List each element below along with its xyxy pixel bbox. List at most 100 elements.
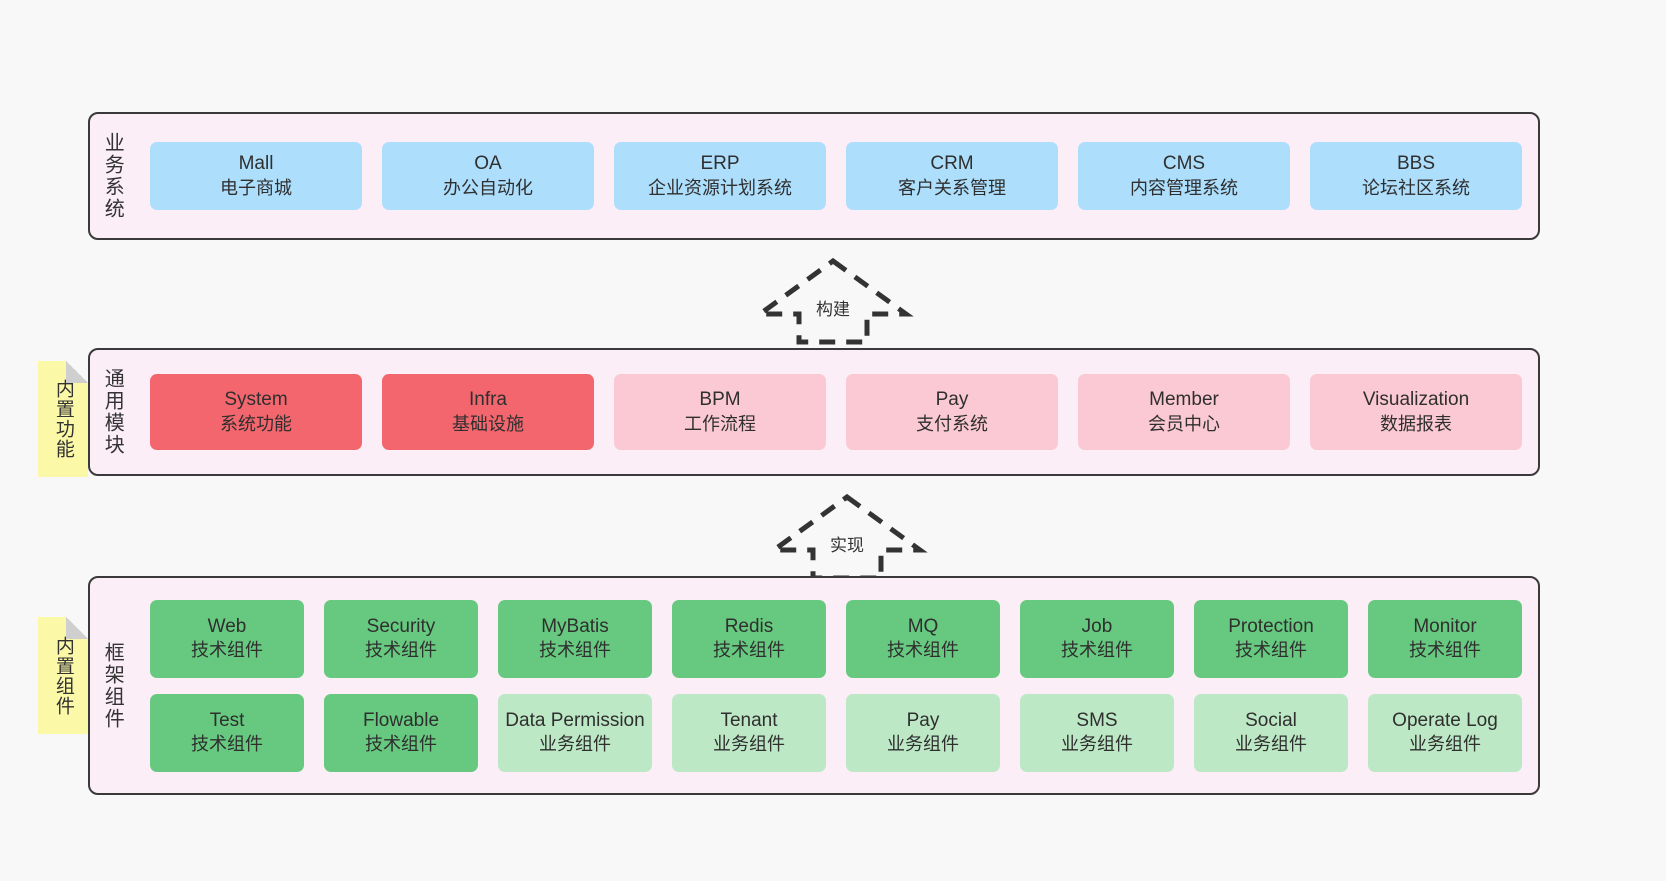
card-mybatis[interactable]: MyBatis 技术组件 <box>498 599 652 678</box>
card-title: Infra <box>468 389 508 411</box>
card-row: Test 技术组件 Flowable 技术组件 Data Permission … <box>150 693 1522 772</box>
layer-business-systems: 业务系统 Mall 电子商城 OA 办公自动化 ERP 企业资源计划系统 CRM… <box>88 112 1540 240</box>
card-mq[interactable]: MQ 技术组件 <box>846 599 1000 678</box>
card-title: Tenant <box>720 709 778 731</box>
card-subtitle: 论坛社区系统 <box>1362 177 1470 198</box>
card-infra[interactable]: Infra 基础设施 <box>382 374 594 450</box>
layer-body-business-systems: Mall 电子商城 OA 办公自动化 ERP 企业资源计划系统 CRM 客户关系… <box>134 114 1538 238</box>
card-data-permission[interactable]: Data Permission 业务组件 <box>498 693 652 772</box>
card-protection[interactable]: Protection 技术组件 <box>1194 599 1348 678</box>
card-title: CMS <box>1162 153 1206 175</box>
card-subtitle: 技术组件 <box>887 640 959 661</box>
card-title: Pay <box>935 389 969 411</box>
card-title: Job <box>1081 615 1113 637</box>
card-subtitle: 技术组件 <box>191 734 263 755</box>
card-subtitle: 技术组件 <box>191 640 263 661</box>
arrow-build: 构建 <box>752 257 914 345</box>
layer-body-framework-components: Web 技术组件 Security 技术组件 MyBatis 技术组件 Redi… <box>134 578 1538 793</box>
card-subtitle: 支付系统 <box>916 413 988 434</box>
card-subtitle: 技术组件 <box>539 640 611 661</box>
card-subtitle: 业务组件 <box>1409 734 1481 755</box>
card-row: Web 技术组件 Security 技术组件 MyBatis 技术组件 Redi… <box>150 599 1522 678</box>
card-title: Redis <box>724 615 774 637</box>
card-subtitle: 电子商城 <box>220 177 292 198</box>
card-subtitle: 业务组件 <box>887 734 959 755</box>
card-subtitle: 技术组件 <box>365 640 437 661</box>
card-row: Mall 电子商城 OA 办公自动化 ERP 企业资源计划系统 CRM 客户关系… <box>150 142 1522 210</box>
card-pay-component[interactable]: Pay 业务组件 <box>846 693 1000 772</box>
card-tenant[interactable]: Tenant 业务组件 <box>672 693 826 772</box>
card-cms[interactable]: CMS 内容管理系统 <box>1078 142 1290 210</box>
sticky-note-builtin-components: 内置组件 <box>38 617 88 734</box>
card-title: MyBatis <box>541 615 609 637</box>
card-subtitle: 技术组件 <box>713 640 785 661</box>
card-test[interactable]: Test 技术组件 <box>150 693 304 772</box>
card-title: Member <box>1149 389 1219 411</box>
card-subtitle: 技术组件 <box>1061 640 1133 661</box>
card-title: Protection <box>1228 615 1314 637</box>
layer-framework-components: 框架组件 Web 技术组件 Security 技术组件 MyBatis 技术组件… <box>88 576 1540 795</box>
card-title: Operate Log <box>1392 709 1498 731</box>
card-title: Data Permission <box>505 709 645 731</box>
card-title: Flowable <box>362 709 440 731</box>
card-sms[interactable]: SMS 业务组件 <box>1020 693 1174 772</box>
sticky-note-builtin-features: 内置功能 <box>38 361 88 477</box>
card-bpm[interactable]: BPM 工作流程 <box>614 374 826 450</box>
card-title: Visualization <box>1362 389 1470 411</box>
card-security[interactable]: Security 技术组件 <box>324 599 478 678</box>
card-subtitle: 业务组件 <box>539 734 611 755</box>
card-subtitle: 业务组件 <box>1061 734 1133 755</box>
layer-title-business-systems: 业务系统 <box>101 132 124 220</box>
card-title: Mall <box>238 153 274 175</box>
card-subtitle: 内容管理系统 <box>1130 177 1238 198</box>
card-subtitle: 系统功能 <box>220 413 292 434</box>
card-crm[interactable]: CRM 客户关系管理 <box>846 142 1058 210</box>
card-title: Security <box>366 615 436 637</box>
card-subtitle: 企业资源计划系统 <box>648 177 792 198</box>
card-system[interactable]: System 系统功能 <box>150 374 362 450</box>
layer-common-modules: 通用模块 System 系统功能 Infra 基础设施 BPM 工作流程 Pay… <box>88 348 1540 476</box>
card-subtitle: 技术组件 <box>1235 640 1307 661</box>
card-title: Pay <box>906 709 940 731</box>
layer-title-framework-components: 框架组件 <box>101 641 124 730</box>
card-subtitle: 数据报表 <box>1380 413 1452 434</box>
card-social[interactable]: Social 业务组件 <box>1194 693 1348 772</box>
card-subtitle: 客户关系管理 <box>898 177 1006 198</box>
card-bbs[interactable]: BBS 论坛社区系统 <box>1310 142 1522 210</box>
card-oa[interactable]: OA 办公自动化 <box>382 142 594 210</box>
card-title: Monitor <box>1413 615 1477 637</box>
card-pay-module[interactable]: Pay 支付系统 <box>846 374 1058 450</box>
card-title: Web <box>207 615 247 637</box>
layer-body-common-modules: System 系统功能 Infra 基础设施 BPM 工作流程 Pay 支付系统… <box>134 350 1538 474</box>
card-title: OA <box>474 153 502 175</box>
card-subtitle: 工作流程 <box>684 413 756 434</box>
card-web[interactable]: Web 技术组件 <box>150 599 304 678</box>
card-title: CRM <box>930 153 974 175</box>
card-title: Social <box>1245 709 1297 731</box>
card-mall[interactable]: Mall 电子商城 <box>150 142 362 210</box>
card-title: SMS <box>1076 709 1118 731</box>
card-title: BPM <box>699 389 741 411</box>
card-redis[interactable]: Redis 技术组件 <box>672 599 826 678</box>
layer-title-common-modules: 通用模块 <box>101 368 124 456</box>
arrow-implement: 实现 <box>766 493 928 581</box>
card-visualization[interactable]: Visualization 数据报表 <box>1310 374 1522 450</box>
card-operate-log[interactable]: Operate Log 业务组件 <box>1368 693 1522 772</box>
card-monitor[interactable]: Monitor 技术组件 <box>1368 599 1522 678</box>
card-subtitle: 业务组件 <box>713 734 785 755</box>
card-subtitle: 会员中心 <box>1148 413 1220 434</box>
card-subtitle: 技术组件 <box>365 734 437 755</box>
card-subtitle: 技术组件 <box>1409 640 1481 661</box>
card-row: System 系统功能 Infra 基础设施 BPM 工作流程 Pay 支付系统… <box>150 374 1522 450</box>
card-member[interactable]: Member 会员中心 <box>1078 374 1290 450</box>
card-title: ERP <box>700 153 740 175</box>
card-subtitle: 业务组件 <box>1235 734 1307 755</box>
card-subtitle: 基础设施 <box>452 413 524 434</box>
card-title: System <box>224 389 288 411</box>
card-title: Test <box>209 709 245 731</box>
card-flowable[interactable]: Flowable 技术组件 <box>324 693 478 772</box>
card-title: MQ <box>907 615 939 637</box>
card-erp[interactable]: ERP 企业资源计划系统 <box>614 142 826 210</box>
card-job[interactable]: Job 技术组件 <box>1020 599 1174 678</box>
